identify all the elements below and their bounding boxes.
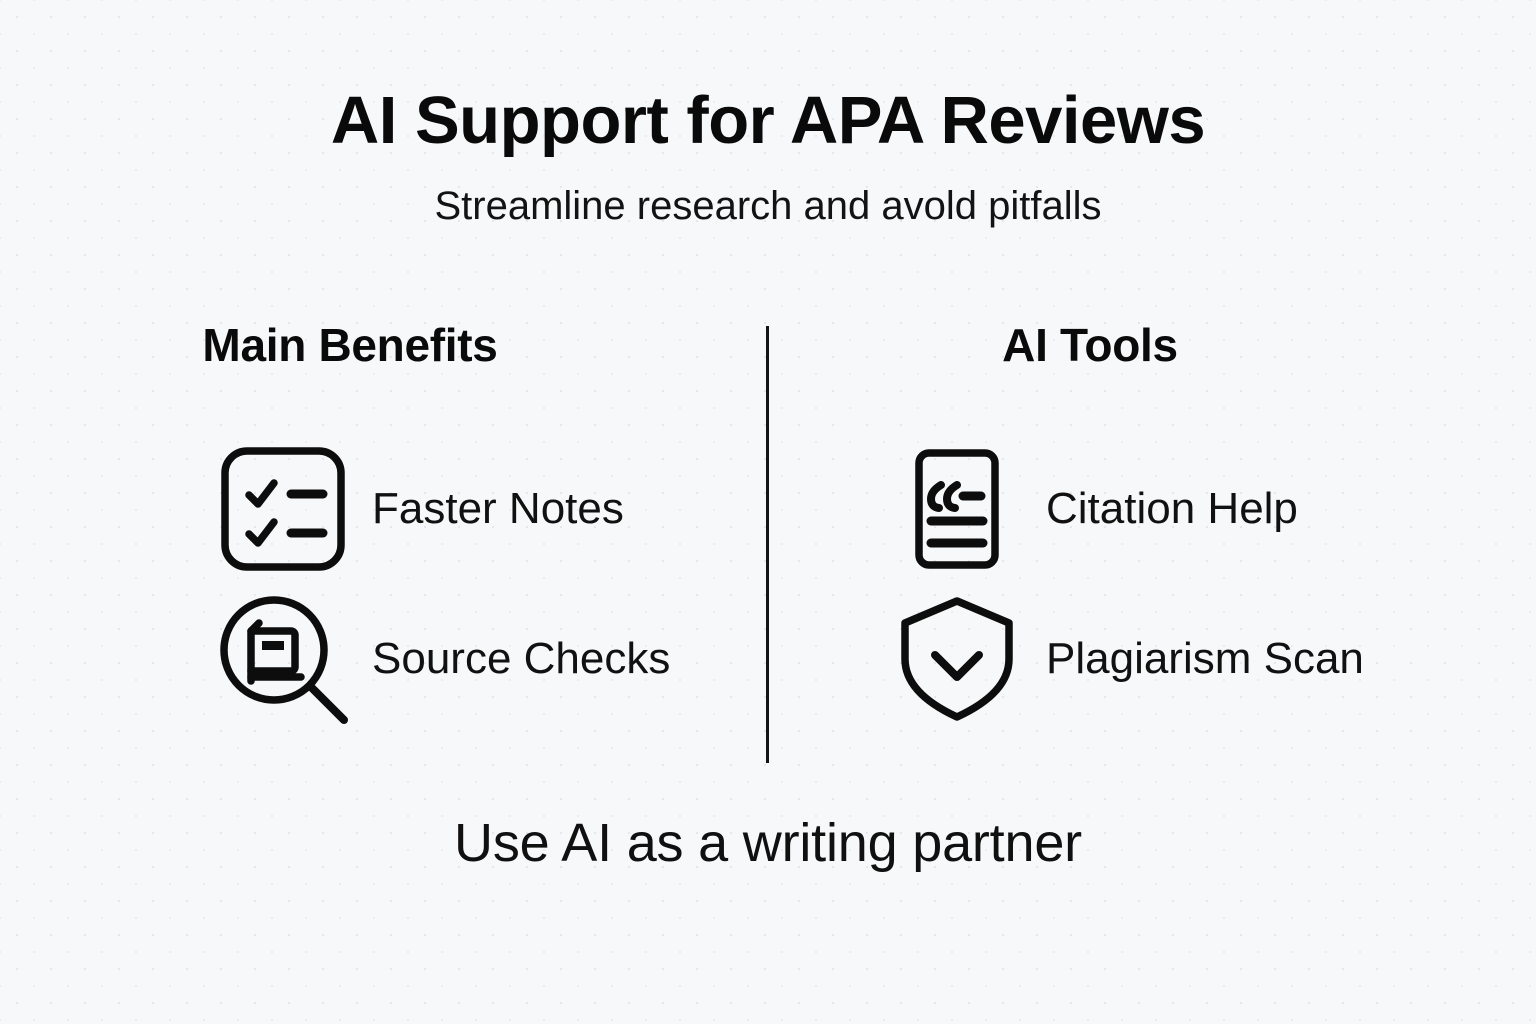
tool-list: Citation Help Plagiarism Scan xyxy=(882,434,1490,734)
list-item-label: Source Checks xyxy=(372,633,671,683)
benefit-list: Faster Notes Sourc xyxy=(208,434,750,734)
column-heading-main-benefits: Main Benefits xyxy=(202,319,498,371)
list-item-source-checks: Source Checks xyxy=(208,584,750,734)
column-main-benefits: Main Benefits Faster Notes xyxy=(50,318,750,734)
page-subtitle: Streamline research and avold pitfalls xyxy=(434,184,1102,229)
page-title: AI Support for APA Reviews xyxy=(330,83,1206,158)
list-item-label: Plagiarism Scan xyxy=(1046,633,1364,683)
column-ai-tools: AI Tools Citation Help xyxy=(790,318,1490,734)
list-item-label: Citation Help xyxy=(1046,483,1298,533)
document-search-icon xyxy=(208,584,358,734)
footer: Use AI as a writing partner xyxy=(0,812,1536,874)
shield-check-icon xyxy=(882,584,1032,734)
list-item-faster-notes: Faster Notes xyxy=(208,434,750,584)
quote-document-icon xyxy=(882,434,1032,584)
header: AI Support for APA Reviews Streamline re… xyxy=(0,83,1536,229)
column-heading-ai-tools: AI Tools xyxy=(1002,319,1178,371)
column-divider xyxy=(766,326,769,763)
checklist-icon xyxy=(208,434,358,584)
list-item-plagiarism-scan: Plagiarism Scan xyxy=(882,584,1490,734)
list-item-label: Faster Notes xyxy=(372,483,624,533)
list-item-citation-help: Citation Help xyxy=(882,434,1490,584)
footer-text: Use AI as a writing partner xyxy=(454,813,1082,873)
columns-section: Main Benefits Faster Notes xyxy=(0,318,1536,778)
